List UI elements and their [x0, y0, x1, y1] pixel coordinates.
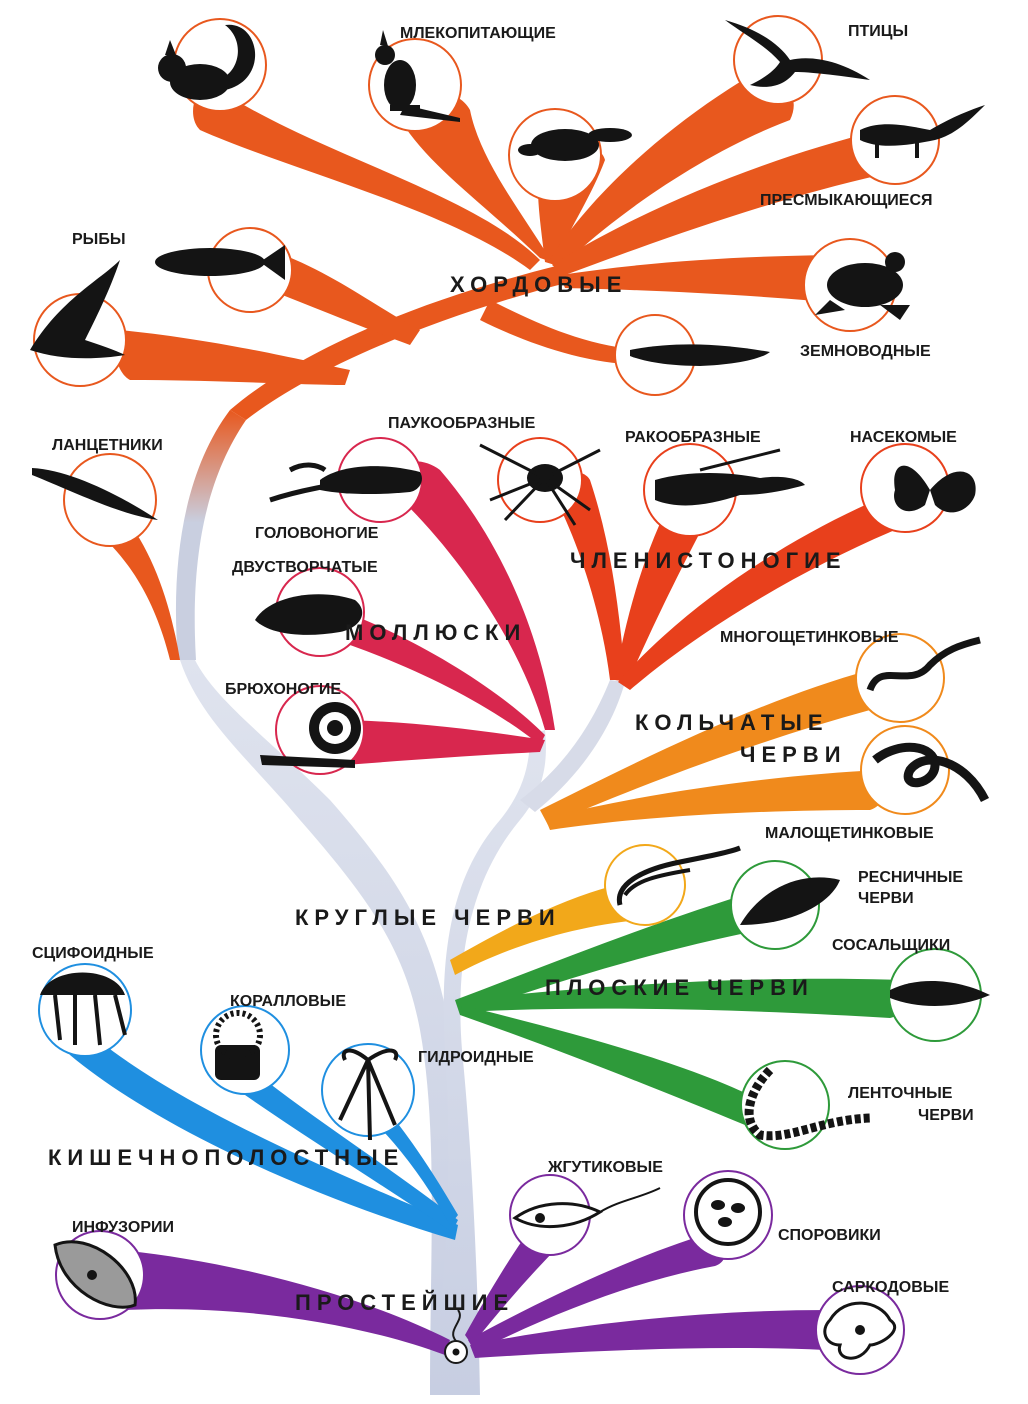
- group-label-roundworms: КРУГЛЫЕ ЧЕРВИ: [295, 905, 561, 930]
- label-oligochaetes: МАЛОЩЕТИНКОВЫЕ: [765, 825, 934, 842]
- label-reptiles: ПРЕСМЫКАЮЩИЕСЯ: [760, 192, 933, 209]
- label-polychaetes: МНОГОЩЕТИНКОВЫЕ: [720, 629, 899, 646]
- circle-salamander: [615, 315, 770, 395]
- circle-coral: [201, 1006, 289, 1094]
- label-insects: НАСЕКОМЫЕ: [850, 429, 957, 446]
- circle-jellyfish: [39, 964, 131, 1056]
- group-label-protozoa: ПРОСТЕЙШИЕ: [295, 1290, 514, 1315]
- label-crustaceans: РАКООБРАЗНЫЕ: [625, 429, 761, 446]
- label-mammals: МЛЕКОПИТАЮЩИЕ: [400, 25, 556, 42]
- circle-lancelet: [32, 454, 158, 546]
- label-sarcodina: САРКОДОВЫЕ: [832, 1279, 949, 1296]
- group-label-annelids-1: КОЛЬЧАТЫЕ: [635, 710, 829, 735]
- label-bivalves: ДВУСТВОРЧАТЫЕ: [232, 559, 378, 576]
- label-amphibians: ЗЕМНОВОДНЫЕ: [800, 343, 931, 360]
- label-flagellates: ЖГУТИКОВЫЕ: [547, 1159, 663, 1176]
- label-birds: ПТИЦЫ: [848, 23, 908, 40]
- label-tapeworms-2: ЧЕРВИ: [918, 1107, 974, 1124]
- circle-euglena: [510, 1175, 660, 1255]
- circle-tapeworm: [741, 1061, 870, 1149]
- circle-planaria: [731, 861, 840, 949]
- circle-squirrel: [158, 19, 266, 111]
- circle-sporozoan: [684, 1171, 772, 1259]
- circle-shark: [30, 260, 126, 386]
- label-sporozoa: СПОРОВИКИ: [778, 1227, 881, 1244]
- label-lancelets: ЛАНЦЕТНИКИ: [52, 437, 163, 454]
- group-label-chordates: ХОРДОВЫЕ: [450, 272, 627, 297]
- circle-butterfly: [861, 444, 976, 532]
- label-infusoria: ИНФУЗОРИИ: [72, 1219, 174, 1236]
- group-label-annelids-2: ЧЕРВИ: [740, 742, 847, 767]
- circle-paramecium: [55, 1231, 144, 1319]
- group-label-mollusks: МОЛЛЮСКИ: [345, 620, 526, 645]
- label-flukes: СОСАЛЬЩИКИ: [832, 937, 950, 954]
- label-gastropods: БРЮХОНОГИЕ: [225, 681, 341, 698]
- group-label-cnidarians: КИШЕЧНОПОЛОСТНЫЕ: [48, 1145, 404, 1170]
- circle-amoeba: [816, 1286, 904, 1374]
- group-label-flatworms: ПЛОСКИЕ ЧЕРВИ: [545, 975, 814, 1000]
- circle-lizard: [851, 96, 985, 184]
- circle-frog: [804, 239, 910, 331]
- label-ciliated-worms-2: ЧЕРВИ: [858, 890, 914, 907]
- circle-earthworm: [861, 726, 985, 814]
- label-scyphozoa: СЦИФОИДНЫЕ: [32, 945, 154, 962]
- label-tapeworms-1: ЛЕНТОЧНЫЕ: [848, 1085, 953, 1102]
- label-hydrozoa: ГИДРОИДНЫЕ: [418, 1049, 534, 1066]
- circle-crayfish: [644, 444, 805, 536]
- group-label-arthropods: ЧЛЕНИСТОНОГИЕ: [570, 548, 847, 573]
- circle-fish: [155, 228, 292, 312]
- label-ciliated-worms-1: РЕСНИЧНЫЕ: [858, 869, 963, 886]
- label-corals: КОРАЛЛОВЫЕ: [230, 993, 346, 1010]
- circle-octopus: [270, 438, 422, 522]
- circle-snail: [260, 686, 364, 774]
- label-fish: РЫБЫ: [72, 231, 126, 248]
- circle-nereis: [856, 634, 980, 722]
- circle-kangaroo: [369, 30, 461, 131]
- label-cephalopods: ГОЛОВОНОГИЕ: [255, 525, 379, 542]
- circle-fluke: [889, 949, 990, 1041]
- label-arachnids: ПАУКООБРАЗНЫЕ: [388, 415, 536, 432]
- circle-hydra: [322, 1044, 414, 1140]
